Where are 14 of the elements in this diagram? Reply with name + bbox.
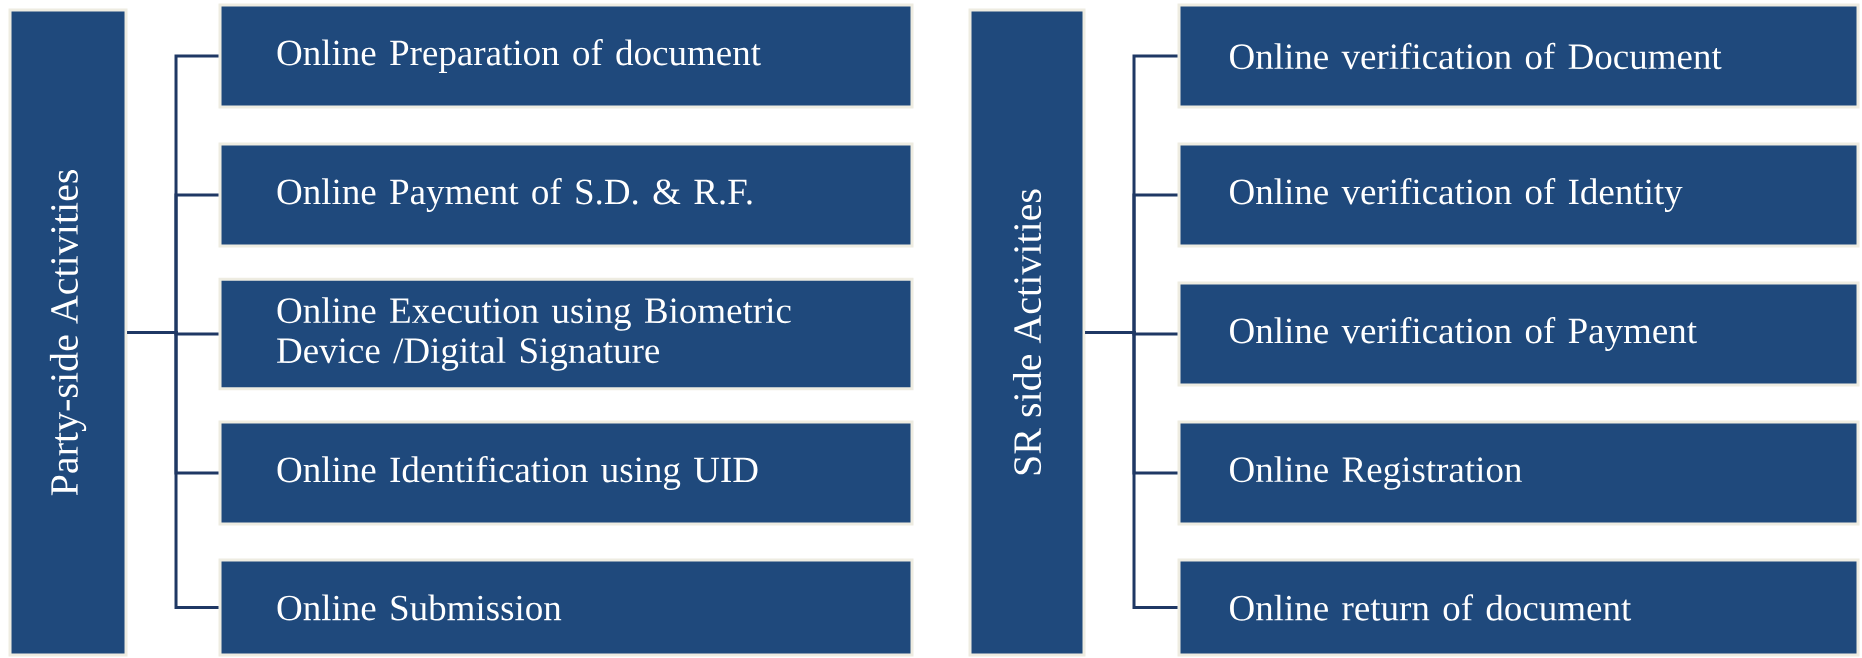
category-box: SR side Activities: [968, 8, 1086, 657]
activity-box: Online verification of Payment: [1177, 281, 1860, 387]
activity-box: Online Identification using UID: [218, 420, 914, 526]
activity-box: Online Submission: [218, 558, 914, 657]
activity-box: Online verification of Identity: [1177, 142, 1860, 248]
activity-box: Online return of document: [1177, 558, 1860, 657]
activity-box: Online Registration: [1177, 420, 1860, 526]
connector-line: [127, 331, 219, 609]
activity-box: Online verification of Document: [1177, 3, 1860, 109]
connector-line: [1085, 331, 1178, 609]
activity-box: Online Execution using Biometric Device /Digital Signature: [218, 277, 914, 391]
activity-box: Online Payment of S.D. & R.F.: [218, 142, 914, 248]
activity-box: Online Preparation of document: [218, 3, 914, 109]
category-box: Party-side Activities: [8, 8, 128, 657]
